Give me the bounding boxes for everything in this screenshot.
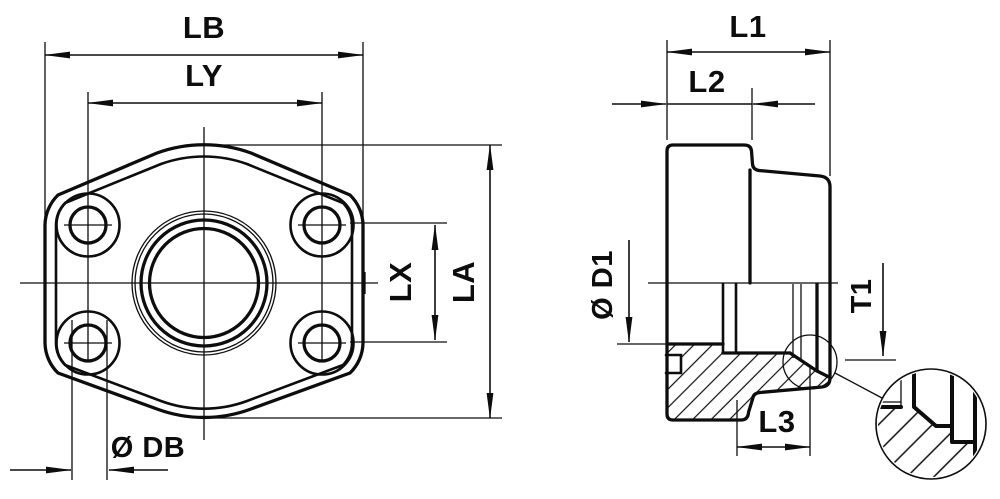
- detail-leader-line: [834, 372, 883, 399]
- front-view-dimensions: LB LY LX LA Ø DB: [10, 10, 494, 474]
- bolt-boss-top-left: [55, 192, 121, 258]
- bolt-boss-bottom-right: [289, 310, 355, 376]
- counterbore-circle: [139, 218, 269, 348]
- flange-inner-contour: [54, 155, 354, 410]
- bolt-hole-bottom-left: [68, 323, 108, 363]
- side-view-dimensions: L1 L2 Ø D1 T1 L3: [587, 9, 887, 451]
- bolt-boss-bottom-left: [55, 310, 121, 376]
- dim-label-l1: L1: [729, 9, 766, 44]
- flange-outer-contour: [43, 143, 365, 420]
- dim-label-lb: LB: [183, 10, 225, 45]
- bolt-hole-top-left: [68, 205, 108, 245]
- thread-chamfer: [788, 351, 831, 379]
- detail-source-circle: [782, 334, 838, 390]
- bore-circle: [147, 226, 261, 340]
- dim-label-d1: Ø D1: [587, 250, 619, 320]
- bolt-hole-top-right: [302, 205, 342, 245]
- dim-label-db: Ø DB: [111, 432, 186, 464]
- oring-groove-void: [666, 356, 680, 372]
- bolt-boss-top-right: [289, 192, 355, 258]
- side-section-view: L1 L2 Ø D1 T1 L3: [587, 9, 987, 480]
- dim-label-t1: T1: [846, 279, 878, 314]
- dim-label-l3: L3: [758, 404, 795, 439]
- dim-label-l2: L2: [688, 64, 725, 99]
- flange-front-outline: [43, 143, 365, 420]
- raised-face-circle-inner: [134, 213, 274, 353]
- dim-label-ly: LY: [185, 58, 223, 93]
- raised-face-circle-outer: [131, 210, 277, 356]
- oring-groove: [664, 353, 683, 375]
- detail-callout: [782, 334, 987, 480]
- bolt-hole-bottom-right: [302, 323, 342, 363]
- detail-chamfer-profile: [912, 371, 954, 428]
- front-view-centerlines: [20, 42, 502, 480]
- side-internal-edges: [664, 168, 831, 379]
- dim-label-lx: LX: [383, 262, 418, 303]
- detail-counterbore-profile: [950, 371, 977, 444]
- dim-label-la: LA: [446, 261, 481, 303]
- front-view: LB LY LX LA Ø DB: [10, 10, 502, 480]
- detail-hatching: [878, 408, 974, 477]
- section-hatching: [667, 344, 830, 420]
